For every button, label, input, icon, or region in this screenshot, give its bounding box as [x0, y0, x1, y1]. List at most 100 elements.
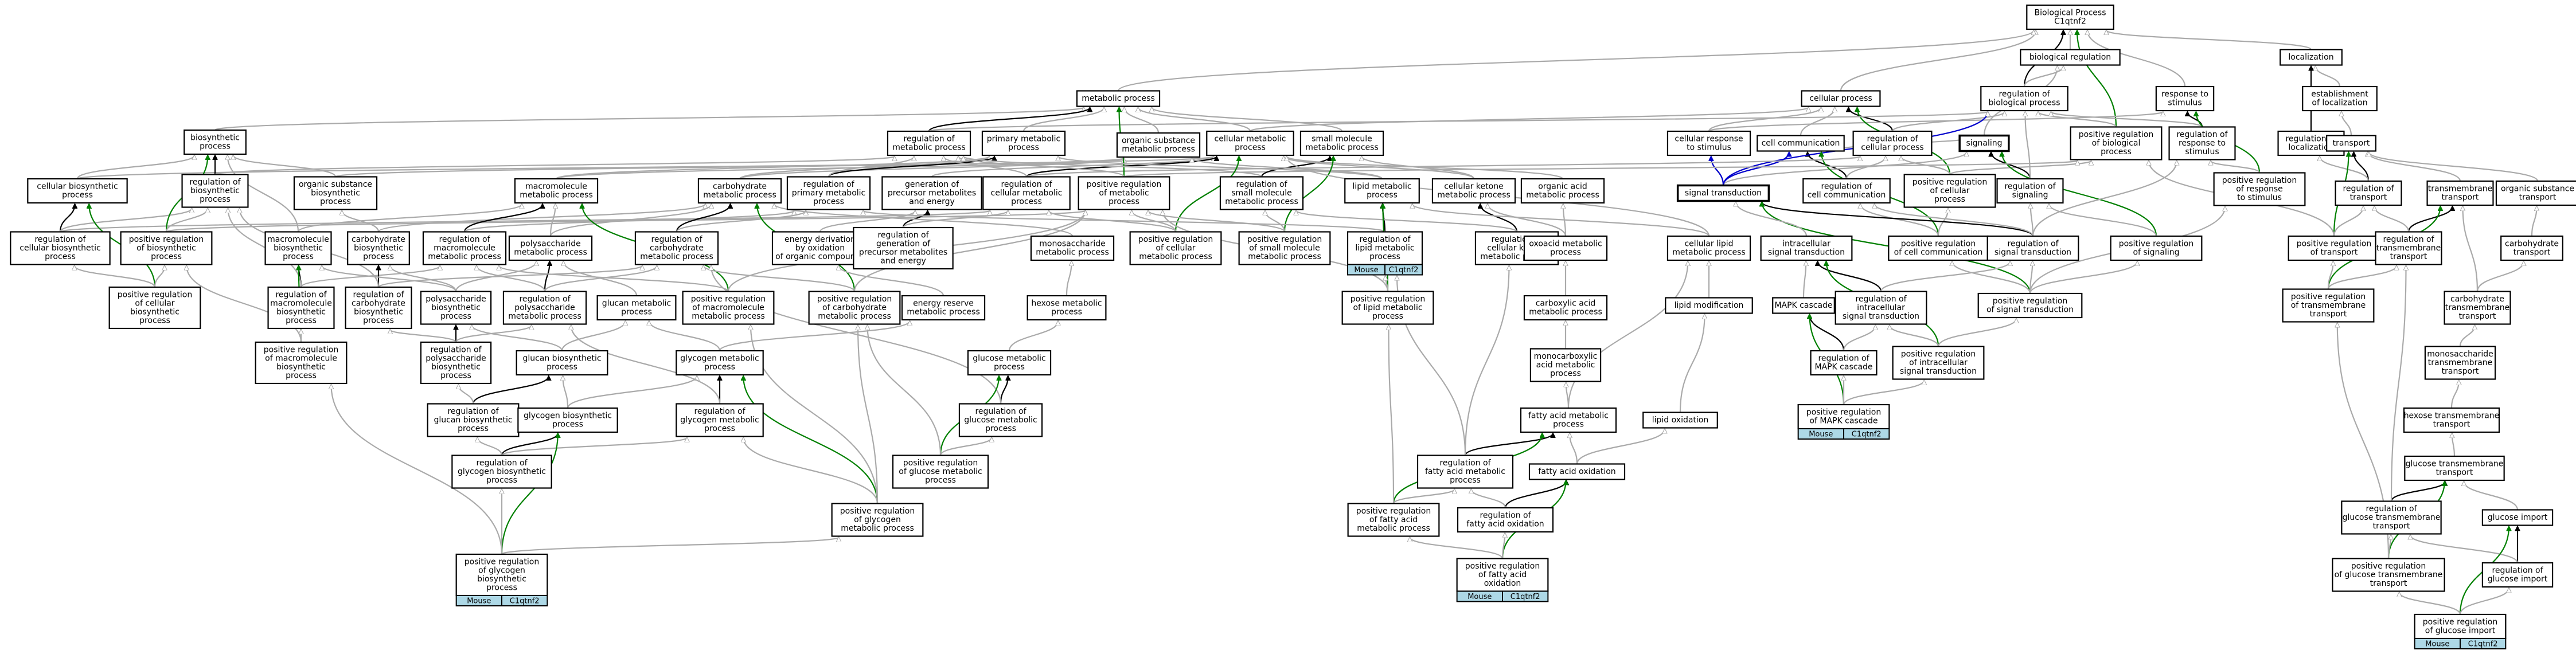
go-term-glcimport[interactable]: glucose import	[2481, 509, 2554, 526]
go-term-regmacromolbiosynth[interactable]: regulation ofmacromoleculebiosyntheticpr…	[267, 286, 335, 330]
go-term-fattyacidoxid[interactable]: fatty acid oxidation	[1528, 463, 1626, 480]
go-term-mapk[interactable]: MAPK cascade	[1772, 297, 1835, 314]
go-term-localization[interactable]: localization	[2280, 49, 2343, 66]
go-term-cellcomm[interactable]: cell communication	[1757, 135, 1845, 152]
go-term-regcarbobiosynth[interactable]: regulation ofcarbohydratebiosyntheticpro…	[345, 286, 412, 330]
go-term-sigtrans[interactable]: signal transduction	[1676, 184, 1770, 202]
go-term-transport[interactable]: transport	[2326, 135, 2376, 152]
go-term-bioreg[interactable]: biological regulation	[2020, 49, 2121, 66]
go-term-lipidmod[interactable]: lipid modification	[1665, 297, 1753, 314]
go-term-lipidoxid[interactable]: lipid oxidation	[1642, 412, 1718, 429]
go-term-cellproc[interactable]: cellular process	[1801, 90, 1881, 107]
